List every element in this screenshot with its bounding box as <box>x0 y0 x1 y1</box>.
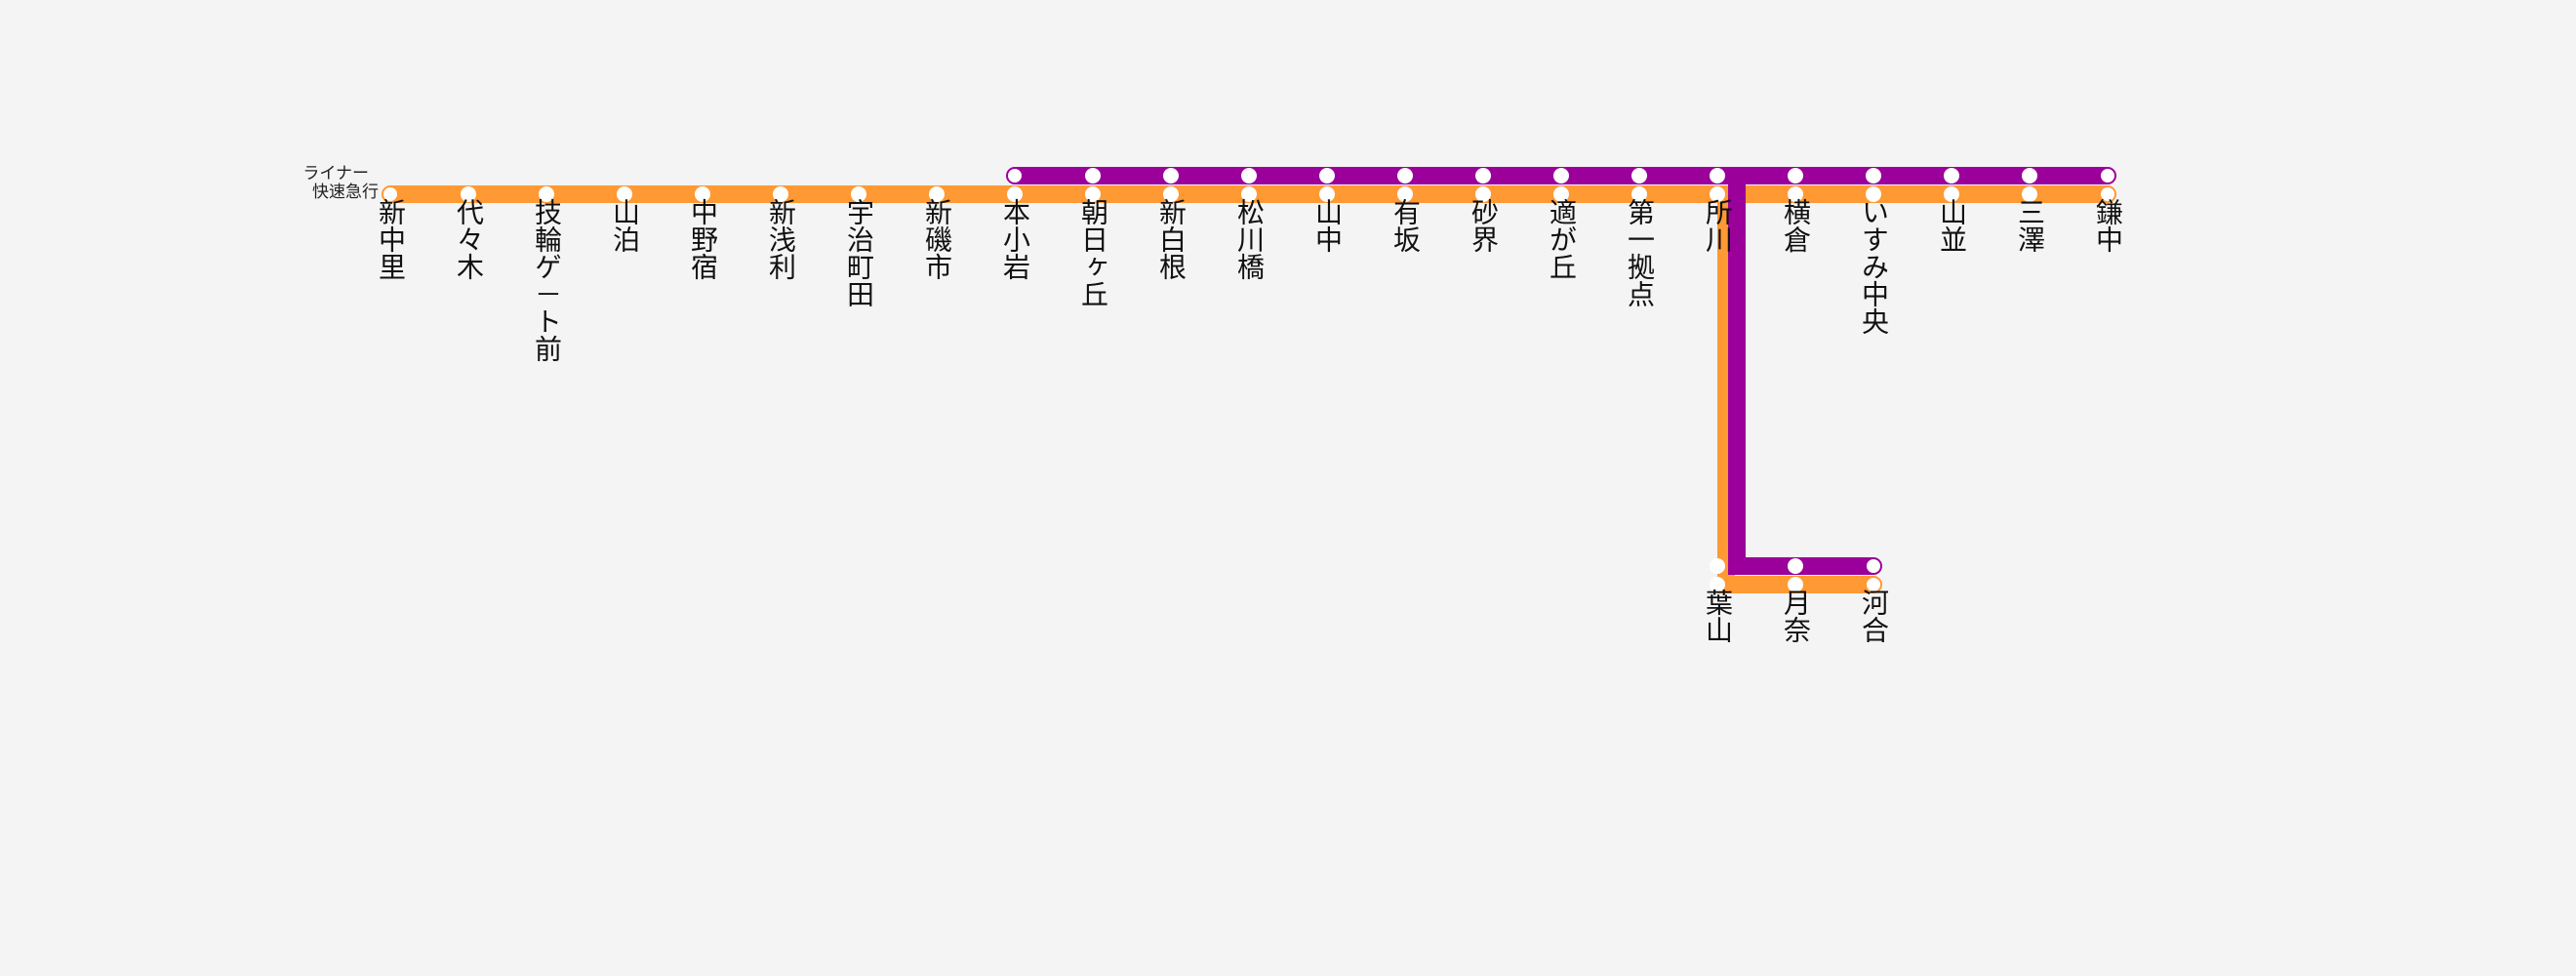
rapid-express-stop-marker <box>1319 186 1335 202</box>
rapid-express-stop-marker <box>461 186 476 202</box>
station-name: 第一拠点 <box>1624 198 1656 307</box>
station-name: 月奈 <box>1780 589 1812 643</box>
rapid-express-stop-marker <box>1710 577 1725 592</box>
liner-stop-marker <box>1397 168 1413 183</box>
rapid-express-stop-marker <box>1397 186 1413 202</box>
rapid-express-stop-marker <box>2099 185 2116 203</box>
liner-stop-marker <box>1944 168 1959 183</box>
rapid-express-stop-marker <box>1788 577 1803 592</box>
liner-stop-marker <box>1006 167 1024 184</box>
rapid-express-stop-marker <box>382 185 399 203</box>
liner-branch-line <box>1728 176 1873 575</box>
rapid-express-stop-marker <box>1866 186 1881 202</box>
liner-stop-marker <box>1710 558 1725 574</box>
station-name: 中野宿 <box>687 198 719 280</box>
station-name: 宇治町田 <box>843 198 875 307</box>
rapid-express-stop-marker <box>1241 186 1257 202</box>
station-name: 技輪ゲ－ト前 <box>531 198 563 362</box>
station-name: 新中里 <box>375 198 407 280</box>
station-name: 所川 <box>1702 198 1734 253</box>
station-name: 新浅利 <box>765 198 797 280</box>
liner-stop-marker <box>1788 558 1803 574</box>
liner-stop-marker <box>1866 168 1881 183</box>
rapid-express-stop-marker <box>1865 576 1882 593</box>
station-name: 新磯市 <box>921 198 953 280</box>
rapid-express-stop-marker <box>1553 186 1569 202</box>
station-name: 朝日ヶ丘 <box>1077 198 1109 307</box>
station-name: 山泊 <box>609 198 641 253</box>
rapid-express-stop-marker <box>1631 186 1647 202</box>
station-name: 三澤 <box>2014 198 2046 253</box>
station-name: 横倉 <box>1780 198 1812 253</box>
station-name: 松川橋 <box>1233 198 1266 280</box>
station-name: 本小岩 <box>999 198 1031 280</box>
rapid-express-stop-marker <box>1007 186 1023 202</box>
station-name: 山中 <box>1311 198 1344 253</box>
service-label-rapid-express: 快速急行 <box>312 183 379 202</box>
rapid-express-stop-marker <box>1788 186 1803 202</box>
station-name: 鎌中 <box>2092 198 2124 253</box>
station-name: 葉山 <box>1702 589 1734 643</box>
rapid-express-stop-marker <box>773 186 788 202</box>
station-name: いすみ中央 <box>1858 198 1890 335</box>
station-name: 有坂 <box>1389 198 1422 253</box>
rapid-express-stop-marker <box>539 186 554 202</box>
liner-stop-marker <box>1241 168 1257 183</box>
rapid-express-branch-line <box>1717 194 1873 593</box>
rapid-express-stop-marker <box>1163 186 1179 202</box>
liner-stop-marker <box>1163 168 1179 183</box>
liner-stop-marker <box>2099 167 2116 184</box>
station-name: 山並 <box>1936 198 1968 253</box>
rapid-express-stop-marker <box>695 186 710 202</box>
liner-stop-marker <box>1085 168 1101 183</box>
station-name: 砂界 <box>1468 198 1500 253</box>
station-name: 代々木 <box>453 198 485 280</box>
rapid-express-stop-marker <box>1944 186 1959 202</box>
rapid-express-stop-marker <box>2022 186 2037 202</box>
rapid-express-stop-marker <box>851 186 866 202</box>
liner-stop-marker <box>1553 168 1569 183</box>
liner-stop-marker <box>1788 168 1803 183</box>
liner-stop-marker <box>1710 168 1725 183</box>
station-name: 適が丘 <box>1546 198 1578 280</box>
rapid-express-stop-marker <box>617 186 632 202</box>
service-label-liner: ライナー <box>302 164 369 183</box>
liner-stop-marker <box>1631 168 1647 183</box>
rapid-express-stop-marker <box>1710 186 1725 202</box>
liner-stop-marker <box>1865 557 1882 575</box>
liner-stop-marker <box>2022 168 2037 183</box>
liner-stop-marker <box>1319 168 1335 183</box>
station-name: 河合 <box>1858 589 1890 643</box>
rapid-express-stop-marker <box>929 186 945 202</box>
liner-stop-marker <box>1475 168 1491 183</box>
rapid-express-stop-marker <box>1475 186 1491 202</box>
station-name: 新白根 <box>1155 198 1187 280</box>
rapid-express-stop-marker <box>1085 186 1101 202</box>
